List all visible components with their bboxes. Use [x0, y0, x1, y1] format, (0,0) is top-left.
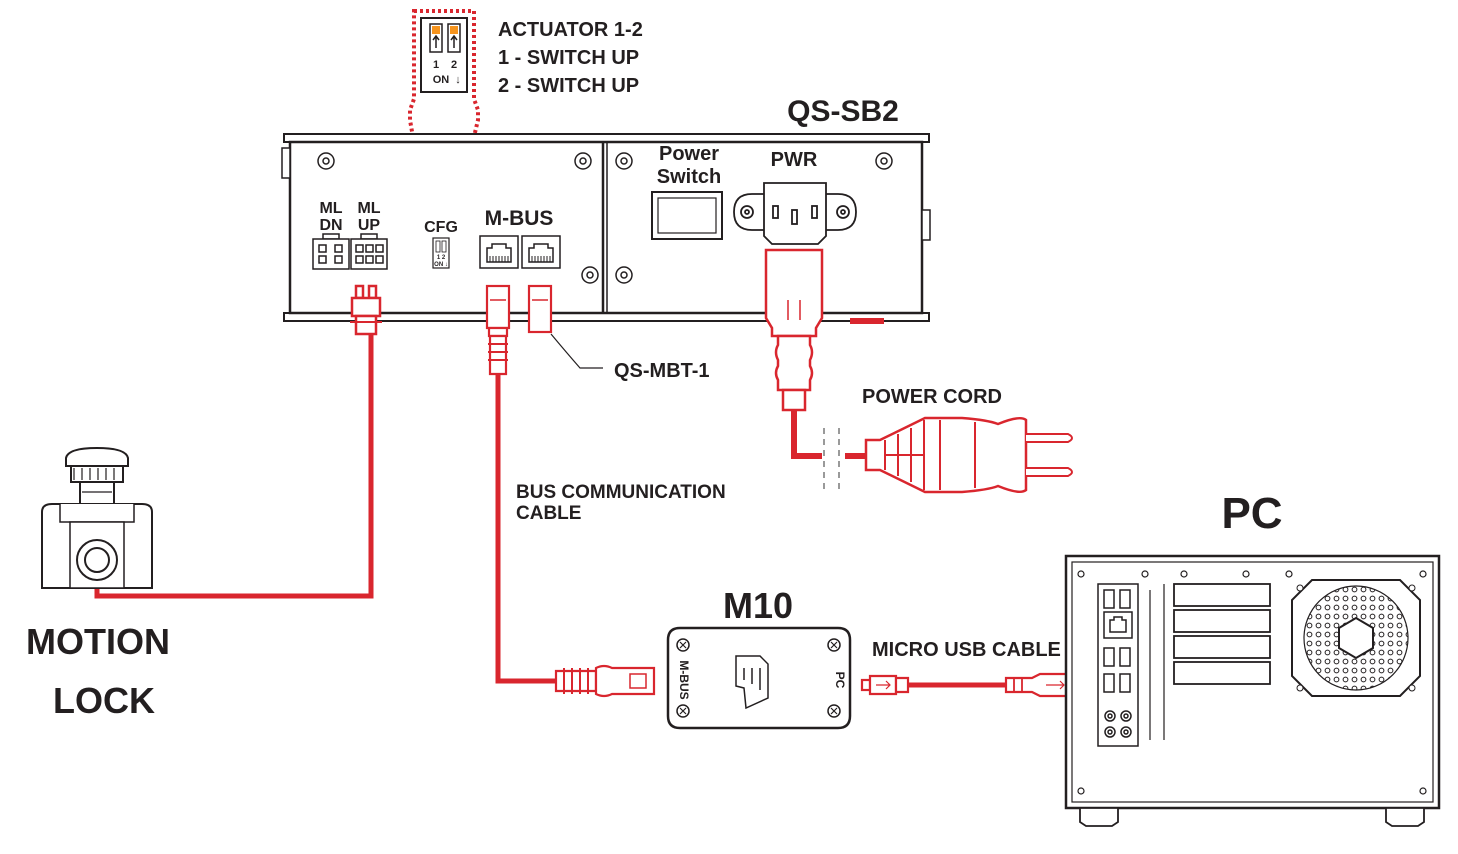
- m10-title: M10: [723, 585, 793, 626]
- cfg-dip-on: ON ↓: [434, 262, 448, 268]
- usb-cable-label: MICRO USB CABLE: [872, 639, 1061, 661]
- cfg-dip-switch-icon: 1 2 ON ↓: [432, 237, 450, 269]
- bus-cable-label-2: CABLE: [516, 503, 581, 524]
- pc-case: [1064, 554, 1441, 827]
- dip-number-2: 2: [451, 59, 457, 71]
- dip-caption-switch-2: 2 - SWITCH UP: [498, 75, 639, 97]
- dip-arrow-down-icon: ↓: [455, 74, 461, 86]
- ml-up-label-2: UP: [358, 217, 381, 234]
- emergency-stop-icon: [41, 446, 153, 589]
- dip-caption-actuator: ACTUATOR 1-2: [498, 19, 643, 41]
- bus-communication-cable: [495, 374, 556, 684]
- terminator-label: QS-MBT-1: [614, 360, 710, 382]
- io-shield: [1097, 583, 1139, 747]
- ml-up-port: [350, 233, 388, 270]
- terminator-plug: [527, 284, 553, 334]
- fan-grille-icon: [1291, 579, 1421, 697]
- mbus-label: M-BUS: [485, 207, 554, 230]
- m10-device: M-BUS PC: [666, 626, 852, 730]
- dip-on-label: ON: [433, 74, 450, 86]
- rj45-plug-icon: [554, 664, 656, 698]
- ml-dn-label-1: ML: [319, 200, 342, 217]
- iec-inlet-icon: [733, 182, 857, 245]
- cfg-label: CFG: [424, 219, 458, 236]
- m10-logo-icon: [735, 655, 769, 710]
- m10-mbus-port-label: M-BUS: [677, 660, 691, 699]
- mbus-cable-connector: [485, 284, 511, 376]
- pc-title: PC: [1221, 489, 1282, 538]
- dip-switch-callout: 1 2 ON ↓ ACTUATOR 1-2 1 - SWITCH UP 2 - …: [408, 9, 643, 278]
- ml-dn-port: [312, 233, 350, 270]
- power-plug-icon: [864, 416, 1073, 494]
- ml-dn-label-2: DN: [319, 217, 342, 234]
- power-switch-label-2: Switch: [657, 166, 721, 188]
- qs-sb2-title: QS-SB2: [787, 95, 899, 128]
- ethernet-port-icon: [479, 235, 561, 269]
- power-switch[interactable]: [651, 191, 723, 240]
- expansion-slots: [1149, 583, 1271, 740]
- bus-cable-label-1: BUS COMMUNICATION: [516, 482, 726, 503]
- pwr-label: PWR: [771, 149, 818, 171]
- motion-lock-connector: [350, 284, 382, 336]
- motion-lock-label-1: MOTION: [26, 621, 170, 662]
- usb-cable: [860, 672, 1098, 698]
- motion-lock-label-2: LOCK: [53, 680, 155, 721]
- power-cord-label: POWER CORD: [862, 386, 1002, 408]
- qs-sb2-device: QS-SB2 ML DN ML UP: [281, 95, 931, 324]
- cfg-dip-numbers: 1 2: [437, 255, 446, 261]
- dip-number-1: 1: [433, 59, 439, 71]
- m10-pc-port-label: PC: [833, 672, 847, 689]
- power-cord: [764, 248, 1073, 494]
- dip-caption-switch-1: 1 - SWITCH UP: [498, 47, 639, 69]
- ml-up-label-1: ML: [357, 200, 380, 217]
- power-switch-label-1: Power: [659, 143, 719, 165]
